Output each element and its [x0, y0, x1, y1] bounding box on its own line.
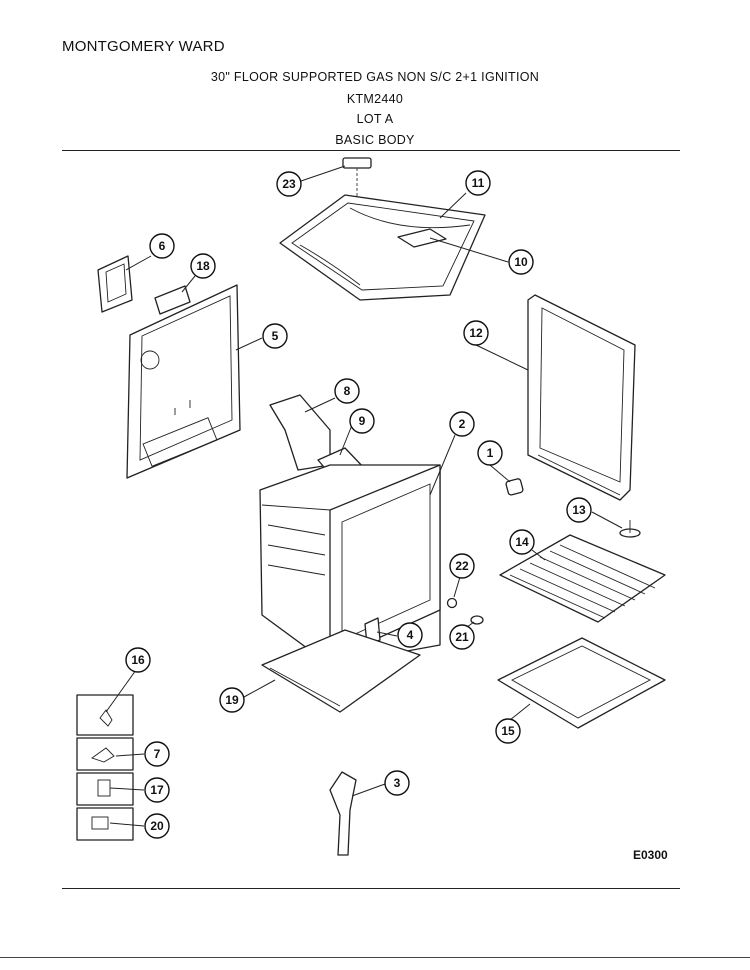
- part-13-drawing: [619, 520, 641, 538]
- svg-text:4: 4: [407, 628, 414, 642]
- callout-7: 7: [144, 741, 170, 767]
- lot-label: LOT A: [356, 112, 394, 126]
- callout-5: 5: [262, 323, 288, 349]
- svg-text:21: 21: [455, 630, 469, 644]
- svg-text:5: 5: [272, 329, 279, 343]
- callout-6: 6: [149, 233, 175, 259]
- callout-13: 13: [566, 497, 592, 523]
- brand-name: MONTGOMERY WARD: [62, 38, 225, 55]
- part-22-drawing: [446, 597, 458, 609]
- svg-text:20: 20: [150, 819, 164, 833]
- callout-19: 19: [219, 687, 245, 713]
- model-number: KTM2440: [346, 92, 404, 106]
- part-18-drawing: [154, 285, 191, 315]
- callout-17: 17: [144, 777, 170, 803]
- detail-box-16: [76, 694, 134, 736]
- bottom-rule: [0, 957, 750, 958]
- callout-1: 1: [477, 440, 503, 466]
- svg-text:15: 15: [501, 724, 515, 738]
- callout-15: 15: [495, 718, 521, 744]
- part-1-drawing: [505, 478, 524, 496]
- svg-text:3: 3: [394, 776, 401, 790]
- leader-lines: [105, 165, 623, 827]
- callout-12: 12: [463, 320, 489, 346]
- detail-box-7: [76, 737, 134, 771]
- part-12-drawing: [527, 294, 636, 501]
- callout-14: 14: [509, 529, 535, 555]
- callout-2: 2: [449, 411, 475, 437]
- svg-text:12: 12: [469, 326, 483, 340]
- callout-9: 9: [349, 408, 375, 434]
- part-19-drawing: [261, 629, 421, 713]
- svg-text:11: 11: [472, 176, 485, 190]
- part-5-drawing: [126, 284, 241, 479]
- svg-text:19: 19: [225, 693, 239, 707]
- part-11-drawing: [279, 194, 486, 301]
- svg-text:18: 18: [196, 259, 210, 273]
- callout-20: 20: [144, 813, 170, 839]
- callout-23: 23: [276, 171, 302, 197]
- callout-16: 16: [125, 647, 151, 673]
- svg-text:10: 10: [514, 255, 528, 269]
- part-6-drawing: [97, 255, 133, 313]
- callout-8: 8: [334, 378, 360, 404]
- figure-code: E0300: [633, 848, 668, 862]
- callout-18: 18: [190, 253, 216, 279]
- svg-text:23: 23: [282, 177, 296, 191]
- svg-text:2: 2: [459, 417, 466, 431]
- svg-text:16: 16: [131, 653, 145, 667]
- callout-21: 21: [449, 624, 475, 650]
- footer-rule: [62, 888, 680, 889]
- svg-text:1: 1: [487, 446, 494, 460]
- svg-text:13: 13: [572, 503, 586, 517]
- diagram-title: 30" FLOOR SUPPORTED GAS NON S/C 2+1 IGNI…: [210, 70, 540, 84]
- callout-11: 11: [465, 170, 491, 196]
- svg-text:17: 17: [150, 783, 164, 797]
- callout-4: 4: [397, 622, 423, 648]
- header-rule: [62, 150, 680, 151]
- part-3-drawing: [329, 771, 357, 856]
- part-10-drawing: [397, 228, 447, 248]
- svg-text:9: 9: [359, 414, 366, 428]
- svg-text:14: 14: [515, 535, 529, 549]
- callout-22: 22: [449, 553, 475, 579]
- callout-3: 3: [384, 770, 410, 796]
- part-2-drawing: [259, 464, 441, 666]
- svg-text:22: 22: [455, 559, 469, 573]
- svg-text:8: 8: [344, 384, 351, 398]
- svg-text:6: 6: [159, 239, 166, 253]
- callout-10: 10: [508, 249, 534, 275]
- section-label: BASIC BODY: [335, 133, 415, 147]
- svg-text:7: 7: [154, 747, 161, 761]
- part-15-drawing: [497, 637, 666, 729]
